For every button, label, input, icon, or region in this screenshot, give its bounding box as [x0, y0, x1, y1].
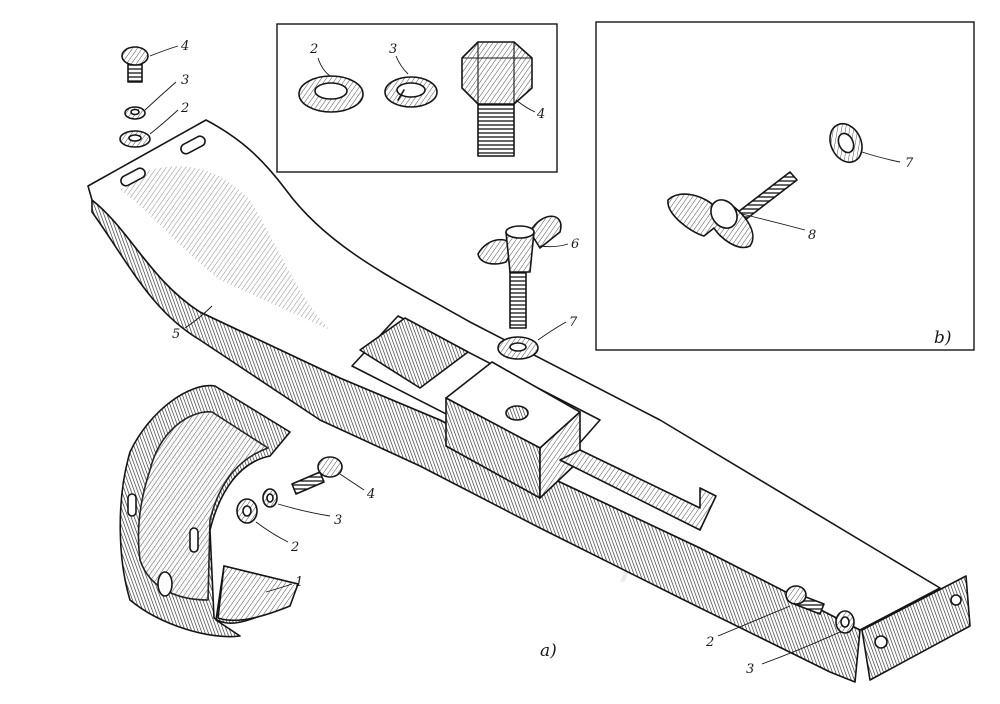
- inset-hex-bolt: [461, 41, 533, 157]
- label-top-bolt: 4: [180, 39, 189, 54]
- label-inset-washer: 2: [309, 42, 318, 57]
- caption-a: a): [540, 641, 557, 661]
- inset-lock-washer: [384, 76, 438, 108]
- label-end-bolt: 2: [705, 635, 714, 650]
- label-top-lock-washer: 3: [181, 73, 189, 88]
- bracket-channel: [351, 315, 717, 531]
- label-wing-bolt: 6: [571, 237, 579, 252]
- label-b-wing-bolt: 8: [808, 228, 816, 243]
- caption-b: b): [934, 328, 952, 348]
- wing-washer: [497, 336, 539, 360]
- side-bolt: [291, 456, 343, 495]
- wing-bolt: [477, 215, 562, 329]
- clamp: [119, 384, 299, 638]
- label-inset-lock-washer: 3: [389, 42, 397, 57]
- label-side-lock-washer: 3: [334, 513, 342, 528]
- label-top-washer: 2: [180, 101, 189, 116]
- label-end-washer: 3: [746, 662, 754, 677]
- top-bolt: [121, 46, 149, 83]
- side-lock-washer: [262, 488, 278, 508]
- side-washer: [236, 498, 258, 524]
- inset-frame-b: [595, 21, 975, 351]
- inset-flat-washer: [298, 75, 364, 113]
- label-clamp: 1: [295, 575, 303, 590]
- label-bracket: 5: [172, 327, 180, 342]
- label-b-washer: 7: [905, 156, 914, 171]
- b-washer: [829, 122, 863, 164]
- top-washer: [119, 130, 151, 148]
- end-bolt: [785, 585, 825, 615]
- label-side-bolt: 4: [366, 487, 375, 502]
- top-lock-washer: [124, 106, 146, 120]
- label-inset-bolt: 4: [536, 107, 545, 122]
- label-side-washer: 2: [290, 540, 299, 555]
- b-wing-bolt: [667, 171, 798, 249]
- label-wing-washer: 7: [569, 315, 578, 330]
- end-washer: [835, 610, 855, 634]
- inset-frame-top: [276, 23, 558, 173]
- bracket-end-plate: [861, 575, 971, 681]
